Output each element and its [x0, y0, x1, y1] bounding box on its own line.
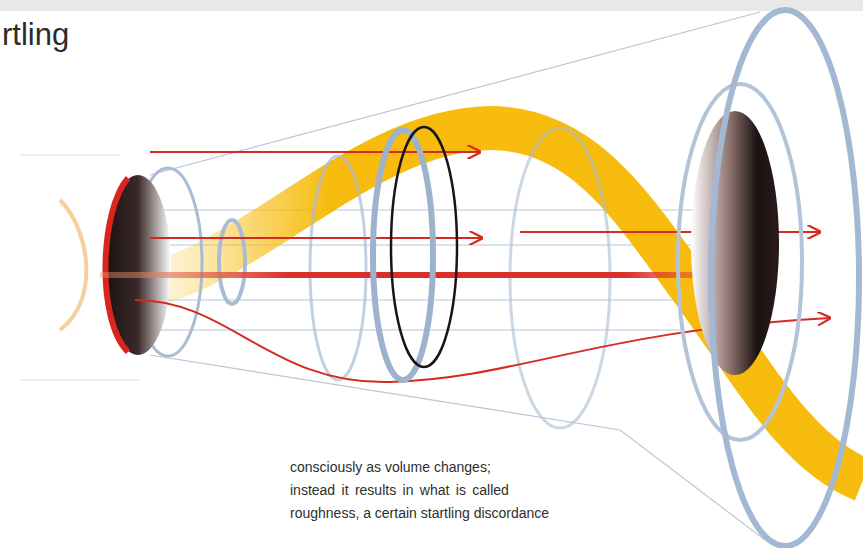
heading: rtling	[2, 16, 69, 53]
body-text: roughness, a certain startling discordan…	[290, 505, 549, 522]
speaker-cone	[691, 111, 779, 375]
red-axis	[100, 272, 720, 278]
body-text: consciously as volume changes;	[290, 459, 491, 476]
outer-ring	[711, 10, 859, 546]
rings	[373, 84, 802, 440]
red-arrow	[150, 151, 480, 153]
speaker-cone	[105, 175, 171, 355]
red-arc	[105, 178, 128, 352]
header-band	[0, 0, 863, 11]
guide-lines	[20, 12, 765, 540]
body-text: instead it results in what is called	[290, 482, 509, 499]
